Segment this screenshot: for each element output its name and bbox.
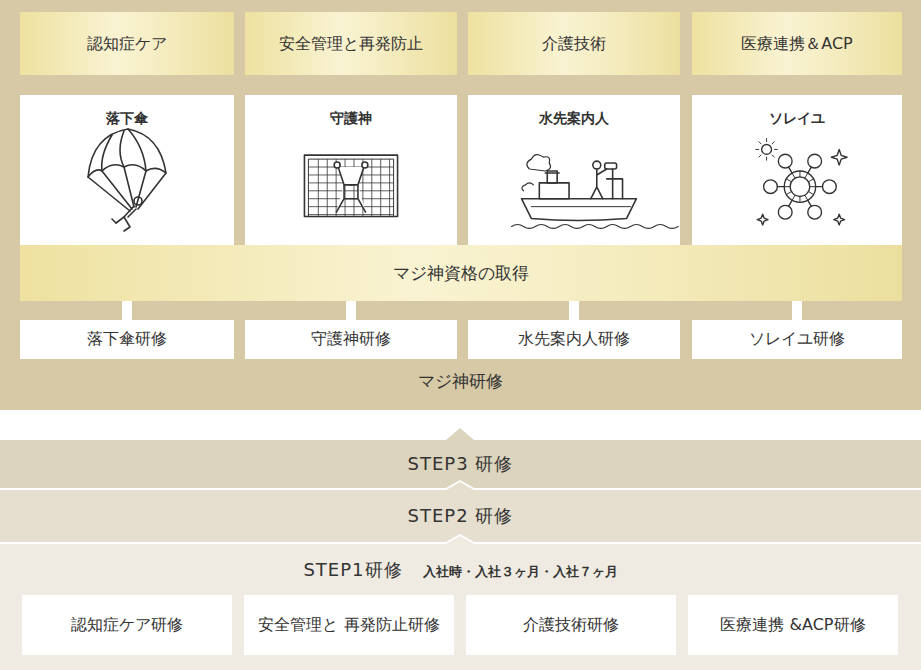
node-label: 安全管理と 再発防止研修 [258,615,439,636]
node-label: 水先案内人 [468,95,680,128]
card-box: ソレイユ [692,95,902,245]
small2-box: 認知症ケア研修 [22,595,232,655]
card-box: 守護神 [245,95,457,245]
node-label: 水先案内人研修 [518,329,630,350]
node-label: 介護技術研修 [523,615,619,636]
head-box: 医療連携＆ACP [692,12,902,75]
small2-box: 安全管理と 再発防止研修 [244,595,454,655]
head-box: 介護技術 [468,12,680,75]
step2-box: STEP2 研修 [0,486,921,542]
small-box: ソレイユ研修 [692,320,902,359]
connector [346,301,356,320]
node-label: マジ神資格の取得 [393,262,529,285]
connector [122,301,132,320]
node-label: 医療連携 &ACP研修 [720,615,865,636]
node-label: 安全管理と再発防止 [279,33,423,55]
small-box: 守護神研修 [245,320,457,359]
node-label: STEP1研修 [303,558,402,582]
card-box: 落下傘 [20,95,234,245]
head-box: 認知症ケア [20,12,234,75]
node-label: ソレイユ研修 [749,329,845,350]
node-label: 認知症ケア [87,33,167,55]
node-label: 落下傘研修 [87,329,167,350]
node-label: マジ神研修 [0,370,921,393]
node-label: 医療連携＆ACP [741,33,852,55]
connector [569,301,579,320]
node-label: 入社時・入社３ヶ月・入社７ヶ月 [423,563,618,581]
node-label: STEP2 研修 [408,504,514,528]
small2-box: 医療連携 &ACP研修 [688,595,898,655]
small-box: 落下傘研修 [20,320,234,359]
node-label: 守護神 [245,95,457,128]
small2-box: 介護技術研修 [466,595,676,655]
node-label: 認知症ケア研修 [71,615,183,636]
step1-box: STEP1研修 入社時・入社３ヶ月・入社７ヶ月認知症ケア研修 安全管理と 再発防止研… [0,540,921,670]
node-label: STEP3 研修 [408,452,514,476]
small-box: 水先案内人研修 [468,320,680,359]
node-label: 守護神研修 [311,329,391,350]
node-label: 介護技術 [542,33,606,55]
node-label: 落下傘 [20,95,234,128]
card-box: 水先案内人 [468,95,680,245]
head-box: 安全管理と再発防止 [245,12,457,75]
step3-box: STEP3 研修 [0,428,921,488]
band-box: マジ神資格の取得 [20,245,902,301]
connector [792,301,802,320]
node-label: ソレイユ [692,95,902,128]
panel-box: マジ神研修認知症ケア安全管理と再発防止介護技術医療連携＆ACP落下傘守護神水先案… [0,0,921,410]
